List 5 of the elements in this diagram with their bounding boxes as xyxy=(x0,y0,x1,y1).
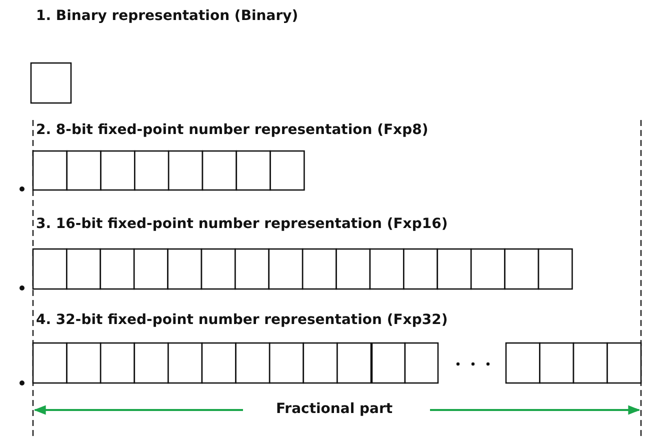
section-heading: 3. 16-bit fixed-point number representation (Fxp16) xyxy=(36,216,448,232)
section-heading: 4. 32-bit fixed-point number representation (Fxp32) xyxy=(36,312,448,328)
dimension-label: Fractional part xyxy=(276,401,393,417)
section-heading: 1. Binary representation (Binary) xyxy=(36,8,298,24)
section-heading: 2. 8-bit fixed-point number representation (Fxp8) xyxy=(36,122,428,138)
